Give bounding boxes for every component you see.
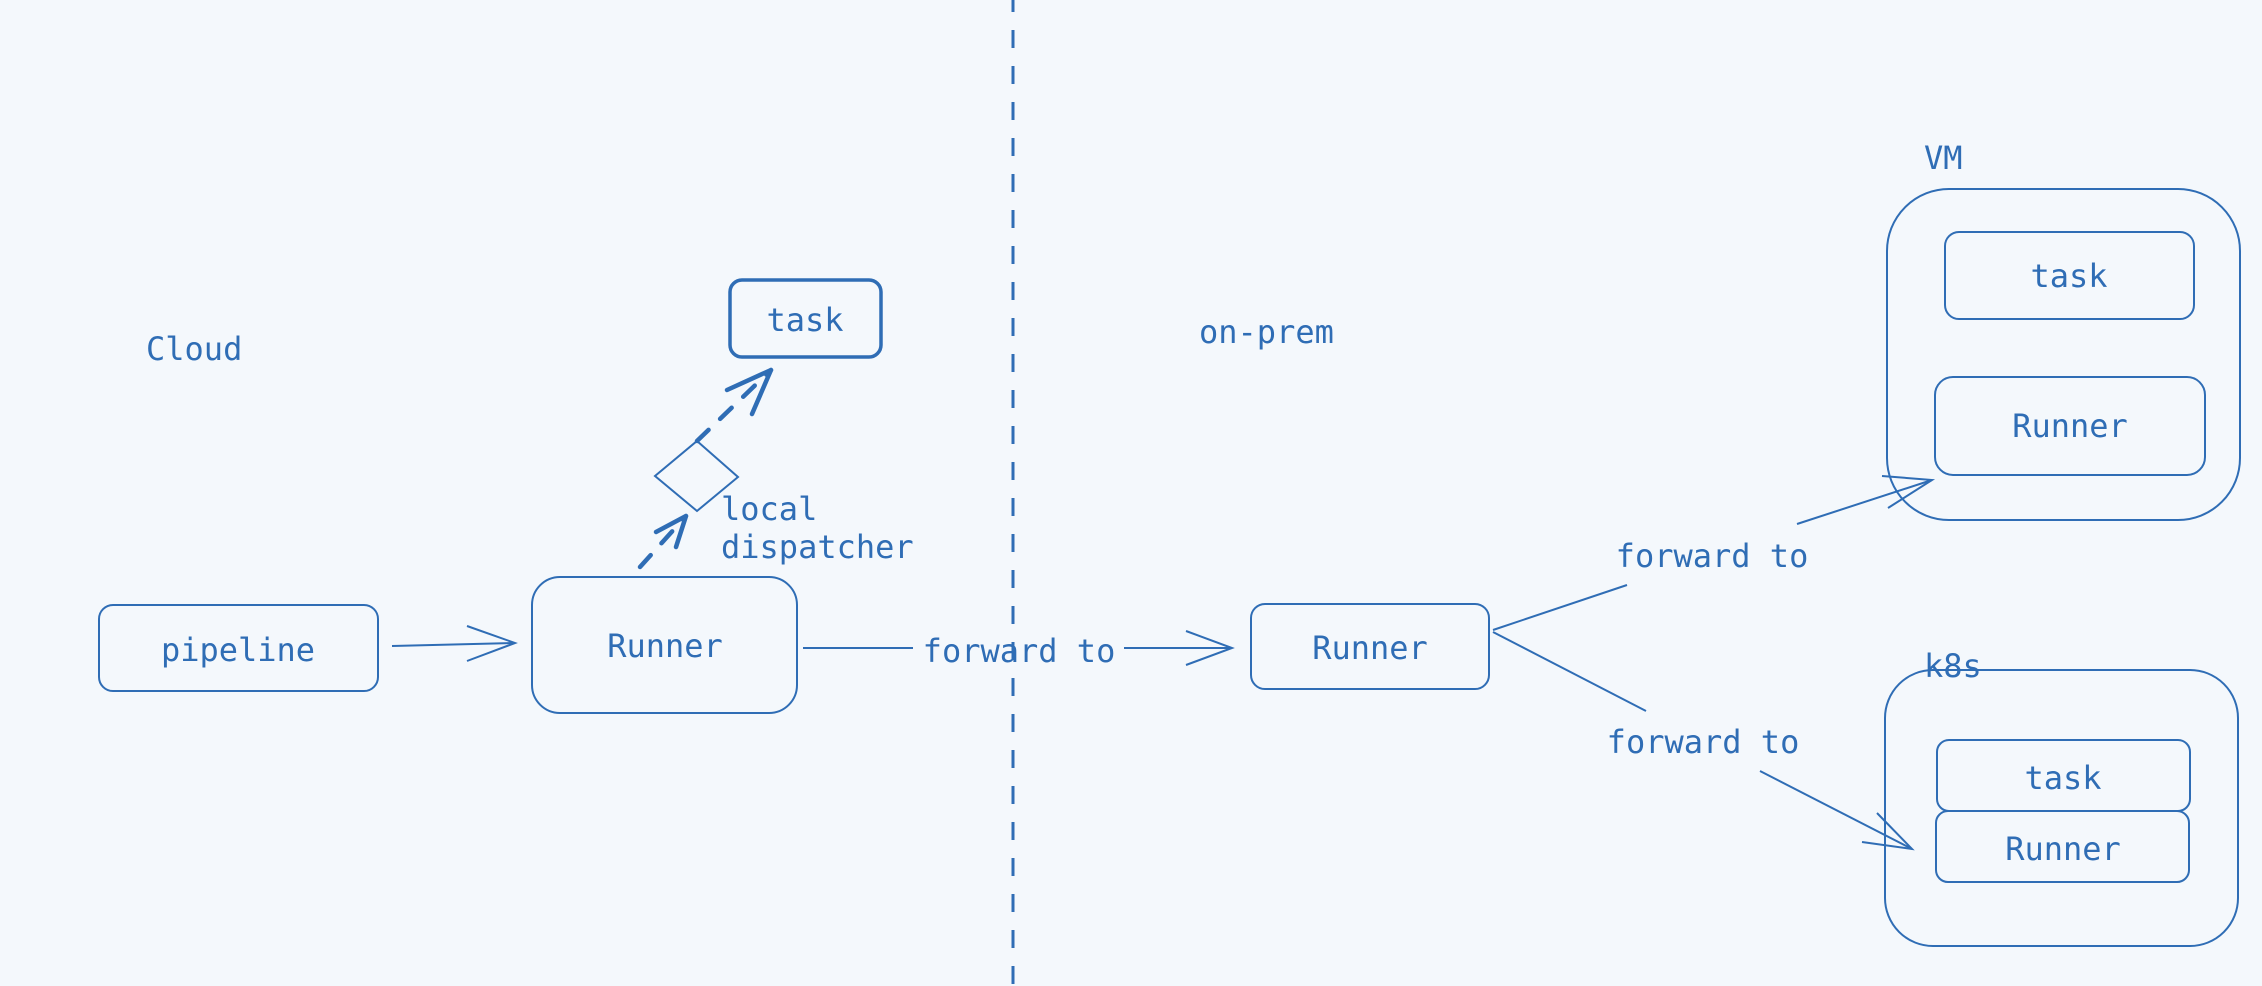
onprem-to-vm-label: forward to (1616, 537, 1809, 575)
cloud-task-label: task (766, 301, 843, 339)
vm-task-label: task (2030, 257, 2107, 295)
onprem-runner-node (1250, 603, 1490, 690)
dispatcher-label-line1: local (721, 490, 817, 528)
onprem-runner-label: Runner (1312, 629, 1428, 667)
vm-task-node (1944, 231, 2195, 320)
runner-to-dispatcher-arrow (637, 513, 689, 570)
pipeline-label: pipeline (161, 631, 315, 669)
dispatcher-to-task-arrow (694, 367, 774, 444)
cloud-task-node (728, 278, 883, 359)
vm-container (1886, 188, 2241, 521)
cloud-zone-label: Cloud (146, 330, 242, 368)
dispatcher-label-line2: dispatcher (721, 528, 914, 566)
local-dispatcher-diamond (653, 439, 740, 513)
pipeline-node (98, 604, 379, 692)
vm-runner-node (1934, 376, 2206, 476)
k8s-container (1884, 669, 2239, 947)
k8s-label: k8s (1924, 647, 1982, 685)
pipeline-to-runner-arrow (391, 625, 518, 662)
cloud-runner-node (531, 576, 798, 714)
k8s-runner-label: Runner (2005, 830, 2121, 868)
cloud-to-onprem-label: forward to (923, 632, 1116, 670)
onprem-to-k8s-label: forward to (1607, 723, 1800, 761)
onprem-to-k8s-arrow (1492, 631, 1915, 851)
k8s-runner-node (1935, 810, 2190, 883)
cloud-runner-label: Runner (607, 627, 723, 665)
k8s-task-label: task (2024, 759, 2101, 797)
vm-runner-label: Runner (2012, 407, 2128, 445)
cloud-to-onprem-arrow (803, 630, 1235, 666)
onprem-zone-label: on-prem (1199, 313, 1334, 351)
vm-label: VM (1924, 139, 1963, 177)
